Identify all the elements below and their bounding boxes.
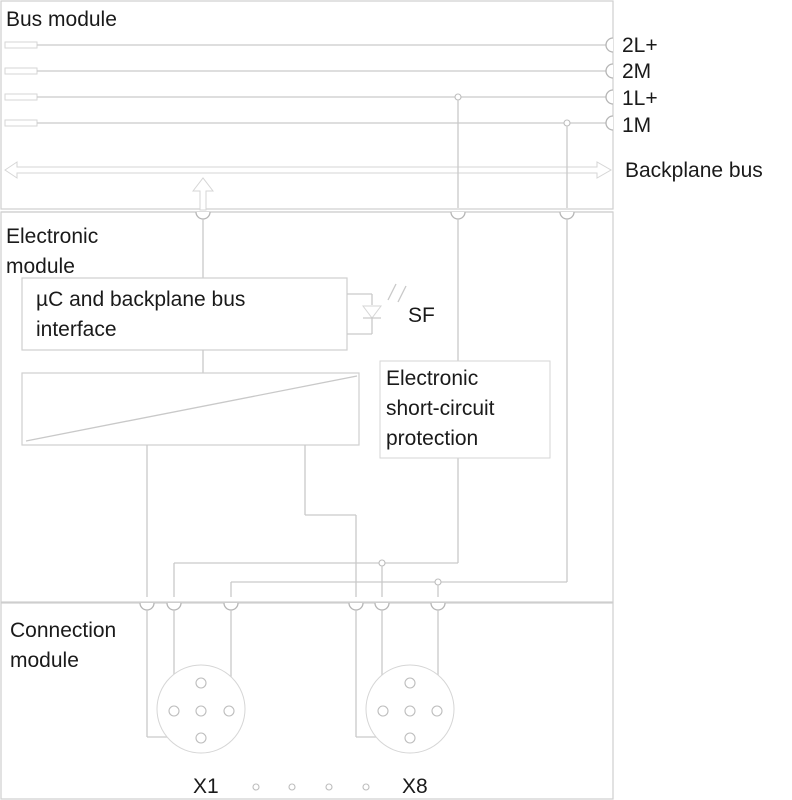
terminal-symbol xyxy=(605,63,614,79)
rail-stub xyxy=(4,67,38,75)
module-frames xyxy=(0,0,614,800)
rail-drop-1lplus xyxy=(450,93,466,563)
terminal-symbol xyxy=(605,89,614,105)
connection-module-title-line2: module xyxy=(10,649,79,672)
connection-module-title-line1: Connection xyxy=(10,619,116,642)
microcontroller-box xyxy=(21,277,348,351)
connector-label-x1: X1 xyxy=(193,775,219,798)
terminal-label-1lplus: 1L+ xyxy=(622,87,658,110)
bus-module-frame xyxy=(0,0,614,210)
power-rails xyxy=(4,37,614,131)
protection-block xyxy=(21,372,360,446)
backplane-bus-label: Backplane bus xyxy=(625,159,763,182)
terminal-label-2lplus: 2L+ xyxy=(622,34,658,57)
rail-stub xyxy=(4,119,38,127)
microcontroller-label-line1: µC and backplane bus xyxy=(36,288,245,311)
backplane-bus-arrow xyxy=(4,161,613,179)
connection-module-frame xyxy=(0,602,614,800)
connector-x8 xyxy=(365,664,455,754)
electronic-module-title-line1: Electronic xyxy=(6,225,98,248)
protection-label-line3: protection xyxy=(386,427,478,450)
electronic-module-frame xyxy=(0,211,614,603)
terminal-symbol xyxy=(605,37,614,53)
electronic-module-title-line2: module xyxy=(6,255,75,278)
sf-label: SF xyxy=(408,304,435,327)
supply-wiring xyxy=(173,559,567,597)
protection-label-line2: short-circuit xyxy=(386,397,495,420)
output-wiring xyxy=(146,445,357,597)
bus-module-title: Bus module xyxy=(6,8,117,31)
sf-led-symbol xyxy=(347,283,407,335)
microcontroller-label-line2: interface xyxy=(36,318,117,341)
interface-bus-arrow xyxy=(191,177,215,278)
connector-label-x8: X8 xyxy=(402,775,428,798)
module-boundary-terminals xyxy=(139,602,446,611)
protection-label-box xyxy=(379,360,551,459)
rail-stub xyxy=(4,41,38,49)
terminal-label-1m: 1M xyxy=(622,114,651,137)
terminal-label-2m: 2M xyxy=(622,60,651,83)
rail-stub xyxy=(4,93,38,101)
connector-x1 xyxy=(156,664,246,754)
ellipsis-dots xyxy=(252,783,370,791)
terminal-symbol xyxy=(605,115,614,131)
protection-label-line1: Electronic xyxy=(386,367,478,390)
rail-drop-1m xyxy=(559,119,575,582)
